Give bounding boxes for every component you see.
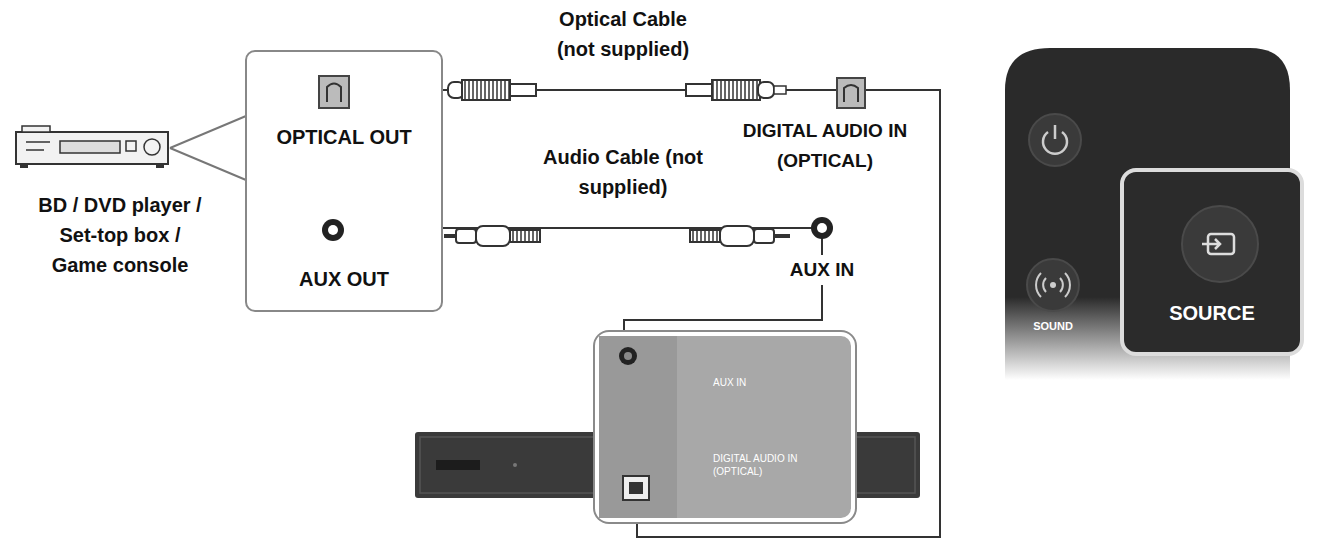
audio-plug-right xyxy=(690,226,790,246)
port-panel: AUX IN DIGITAL AUDIO IN (OPTICAL) xyxy=(595,332,855,522)
port-label: AUX OUT xyxy=(247,264,441,294)
cable-label: Optical Cable (not supplied) xyxy=(543,4,703,64)
port-icons xyxy=(599,336,859,526)
source-icon xyxy=(1202,239,1220,249)
port-label: DIGITAL AUDIO IN (OPTICAL) xyxy=(720,116,930,176)
button-label: SOURCE xyxy=(1124,298,1300,328)
device-panel: OPTICAL OUT AUX OUT xyxy=(245,50,443,312)
aux-port-icon xyxy=(328,225,338,235)
optical-plug-right xyxy=(686,80,786,100)
source-button: SOURCE xyxy=(1120,168,1304,356)
button-label: SOUND xyxy=(1023,320,1083,333)
port-label: OPTICAL OUT xyxy=(247,122,441,152)
port-label: AUX IN xyxy=(782,255,862,285)
player-device xyxy=(16,126,168,168)
optical-port-icon xyxy=(623,476,649,500)
source-icon xyxy=(1182,206,1258,282)
optical-port-icon xyxy=(319,76,349,108)
port-label: DIGITAL AUDIO IN (OPTICAL) xyxy=(713,452,843,478)
audio-plug-left xyxy=(444,226,540,246)
optical-port-icon xyxy=(629,482,643,494)
cable-label: Audio Cable (not supplied) xyxy=(543,142,703,202)
aux-port-icon xyxy=(811,217,833,239)
aux-port-icon xyxy=(619,347,637,365)
optical-port-icon xyxy=(327,84,341,103)
port-label: AUX IN xyxy=(713,376,843,389)
panel-strip xyxy=(599,336,677,518)
optical-plug-left xyxy=(448,80,536,100)
pointer-lines xyxy=(170,116,246,180)
optical-port-icon xyxy=(837,78,865,108)
port-icons xyxy=(1124,172,1308,360)
aux-port-icon xyxy=(624,352,632,360)
device-label: BD / DVD player / Set-top box / Game con… xyxy=(34,190,206,280)
aux-port-icon xyxy=(322,219,344,241)
